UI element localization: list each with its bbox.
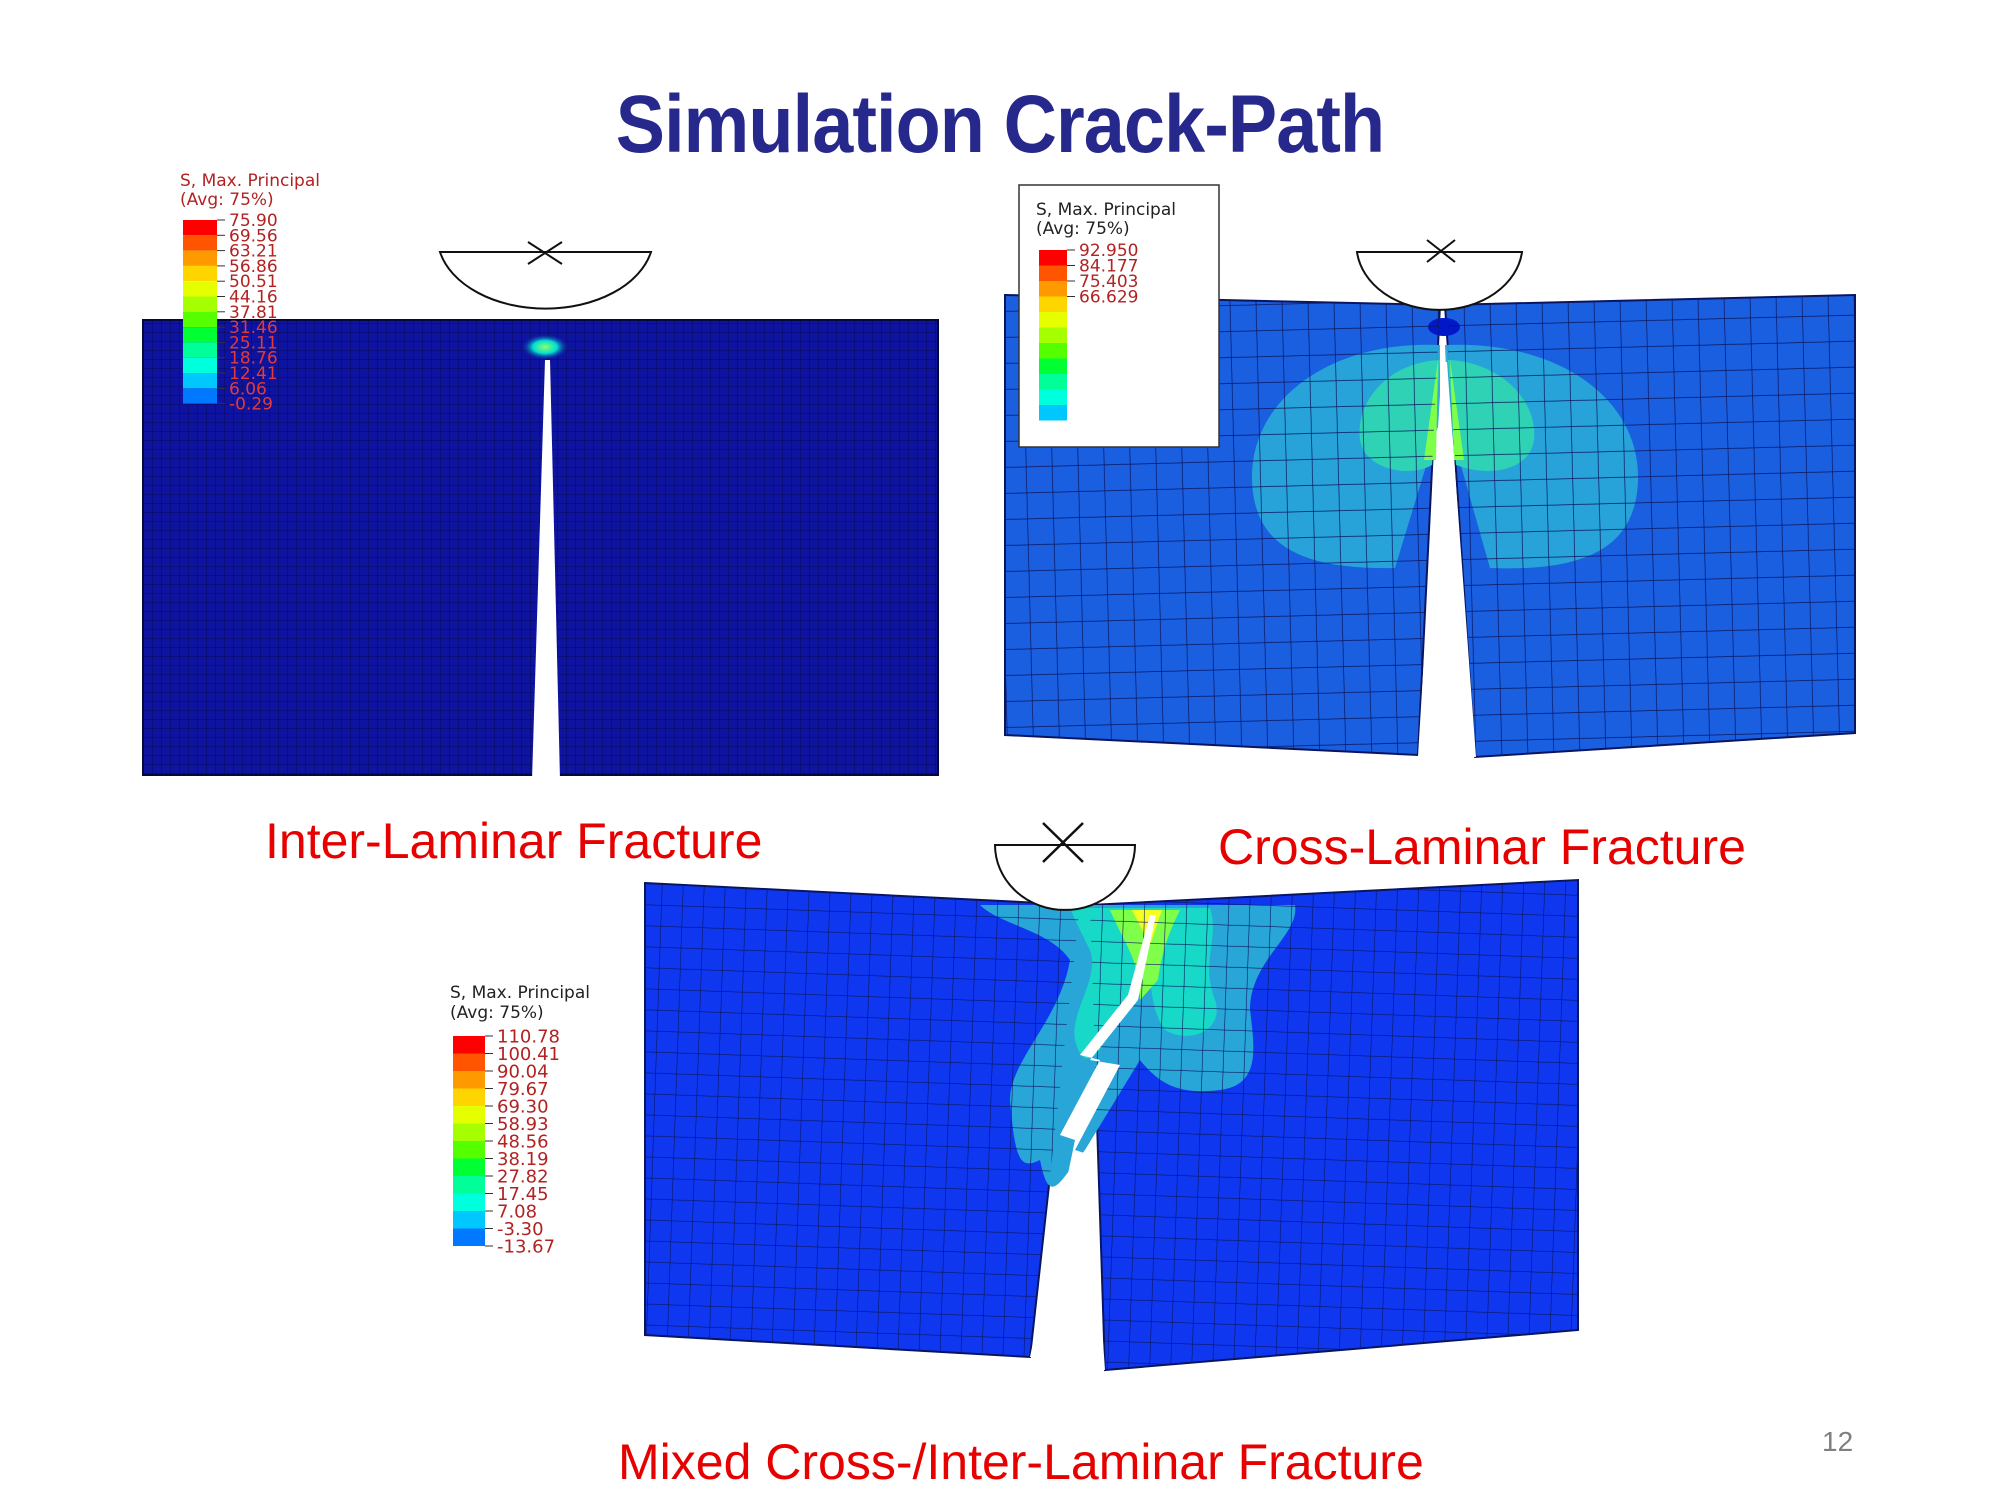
legend-swatch bbox=[183, 220, 217, 236]
mixed-fracture-specimen bbox=[644, 822, 1579, 1372]
legend-swatch bbox=[183, 373, 217, 389]
legend-swatch bbox=[183, 357, 217, 373]
legend-swatch bbox=[183, 250, 217, 266]
legend-value: 79.67 bbox=[497, 1079, 549, 1100]
legend-value: 90.04 bbox=[497, 1061, 549, 1082]
legend-swatch bbox=[1039, 327, 1067, 343]
legend-swatch bbox=[453, 1211, 485, 1229]
legend-swatch bbox=[183, 235, 217, 251]
legend-value: 75.90 bbox=[229, 211, 278, 231]
legend-swatch bbox=[1039, 405, 1067, 421]
legend-swatch bbox=[1039, 281, 1067, 297]
legend-swatch bbox=[453, 1053, 485, 1071]
legend-swatch bbox=[1039, 374, 1067, 390]
legend-swatch bbox=[453, 1158, 485, 1176]
legend-value: -3.30 bbox=[497, 1219, 544, 1240]
legend-value: 69.56 bbox=[229, 226, 278, 246]
cross-laminar-legend: S, Max. Principal (Avg: 75%) 92.95084.17… bbox=[1018, 184, 1220, 448]
page-number: 12 bbox=[1822, 1426, 1854, 1457]
inter-laminar-caption: Inter-Laminar Fracture bbox=[265, 813, 763, 869]
legend-swatch bbox=[453, 1176, 485, 1194]
legend-value: -0.29 bbox=[229, 395, 273, 415]
legend-value: 17.45 bbox=[497, 1184, 549, 1205]
slide-title: Simulation Crack-Path bbox=[615, 79, 1385, 170]
legend-title: S, Max. Principal bbox=[180, 171, 320, 191]
legend-value: 7.08 bbox=[497, 1201, 537, 1222]
legend-swatch bbox=[183, 327, 217, 343]
legend-subtitle: (Avg: 75%) bbox=[180, 190, 274, 210]
legend-value: 66.629 bbox=[1079, 287, 1138, 307]
legend-value: 84.177 bbox=[1079, 256, 1138, 276]
legend-swatch bbox=[1039, 265, 1067, 281]
legend-value: 56.86 bbox=[229, 257, 278, 277]
legend-subtitle: (Avg: 75%) bbox=[450, 1003, 544, 1023]
legend-swatch bbox=[453, 1228, 485, 1246]
legend-title: S, Max. Principal bbox=[450, 983, 590, 1003]
legend-value: 69.30 bbox=[497, 1096, 549, 1117]
cross-laminar-caption: Cross-Laminar Fracture bbox=[1218, 819, 1746, 875]
legend-swatch bbox=[183, 388, 217, 404]
legend-swatch bbox=[183, 296, 217, 312]
legend-value: 31.46 bbox=[229, 318, 278, 338]
legend-value: 44.16 bbox=[229, 287, 278, 307]
legend-swatch bbox=[1039, 312, 1067, 328]
legend-swatch bbox=[183, 311, 217, 328]
legend-value: 100.41 bbox=[497, 1044, 560, 1065]
legend-swatch bbox=[453, 1088, 485, 1106]
legend-value: 48.56 bbox=[497, 1131, 549, 1152]
legend-title: S, Max. Principal bbox=[1036, 200, 1176, 220]
legend-value: 37.81 bbox=[229, 303, 278, 323]
inter-laminar-legend: S, Max. Principal (Avg: 75%) 75.9069.566… bbox=[180, 171, 320, 415]
legend-swatch bbox=[453, 1193, 485, 1211]
legend-swatch bbox=[1039, 296, 1067, 312]
legend-value: 25.11 bbox=[229, 333, 278, 353]
legend-swatch bbox=[453, 1071, 485, 1089]
legend-value: 6.06 bbox=[229, 379, 267, 399]
legend-value: 27.82 bbox=[497, 1166, 549, 1187]
legend-value: 18.76 bbox=[229, 349, 278, 369]
legend-value: -13.67 bbox=[497, 1236, 555, 1257]
legend-swatch bbox=[453, 1123, 485, 1141]
legend-swatch bbox=[1039, 250, 1067, 266]
legend-swatch bbox=[453, 1141, 485, 1159]
legend-swatch bbox=[1039, 389, 1067, 405]
legend-swatch bbox=[1039, 358, 1067, 374]
legend-swatch bbox=[453, 1106, 485, 1124]
legend-swatch bbox=[1039, 343, 1067, 359]
legend-swatch bbox=[183, 281, 217, 297]
legend-value: 58.93 bbox=[497, 1114, 549, 1135]
legend-value: 12.41 bbox=[229, 364, 278, 384]
legend-value: 38.19 bbox=[497, 1149, 549, 1170]
inter-laminar-specimen bbox=[142, 241, 939, 780]
legend-swatch bbox=[183, 342, 217, 358]
legend-value: 63.21 bbox=[229, 242, 278, 262]
legend-subtitle: (Avg: 75%) bbox=[1036, 219, 1130, 239]
mixed-fracture-legend: S, Max. Principal (Avg: 75%) 110.78100.4… bbox=[450, 983, 590, 1257]
legend-swatch bbox=[183, 265, 217, 282]
legend-value: 110.78 bbox=[497, 1026, 560, 1047]
legend-value: 92.950 bbox=[1079, 241, 1138, 261]
legend-value: 50.51 bbox=[229, 272, 278, 292]
legend-swatch bbox=[453, 1036, 485, 1054]
legend-value: 75.403 bbox=[1079, 272, 1138, 292]
mixed-fracture-caption: Mixed Cross-/Inter-Laminar Fracture bbox=[618, 1434, 1424, 1490]
